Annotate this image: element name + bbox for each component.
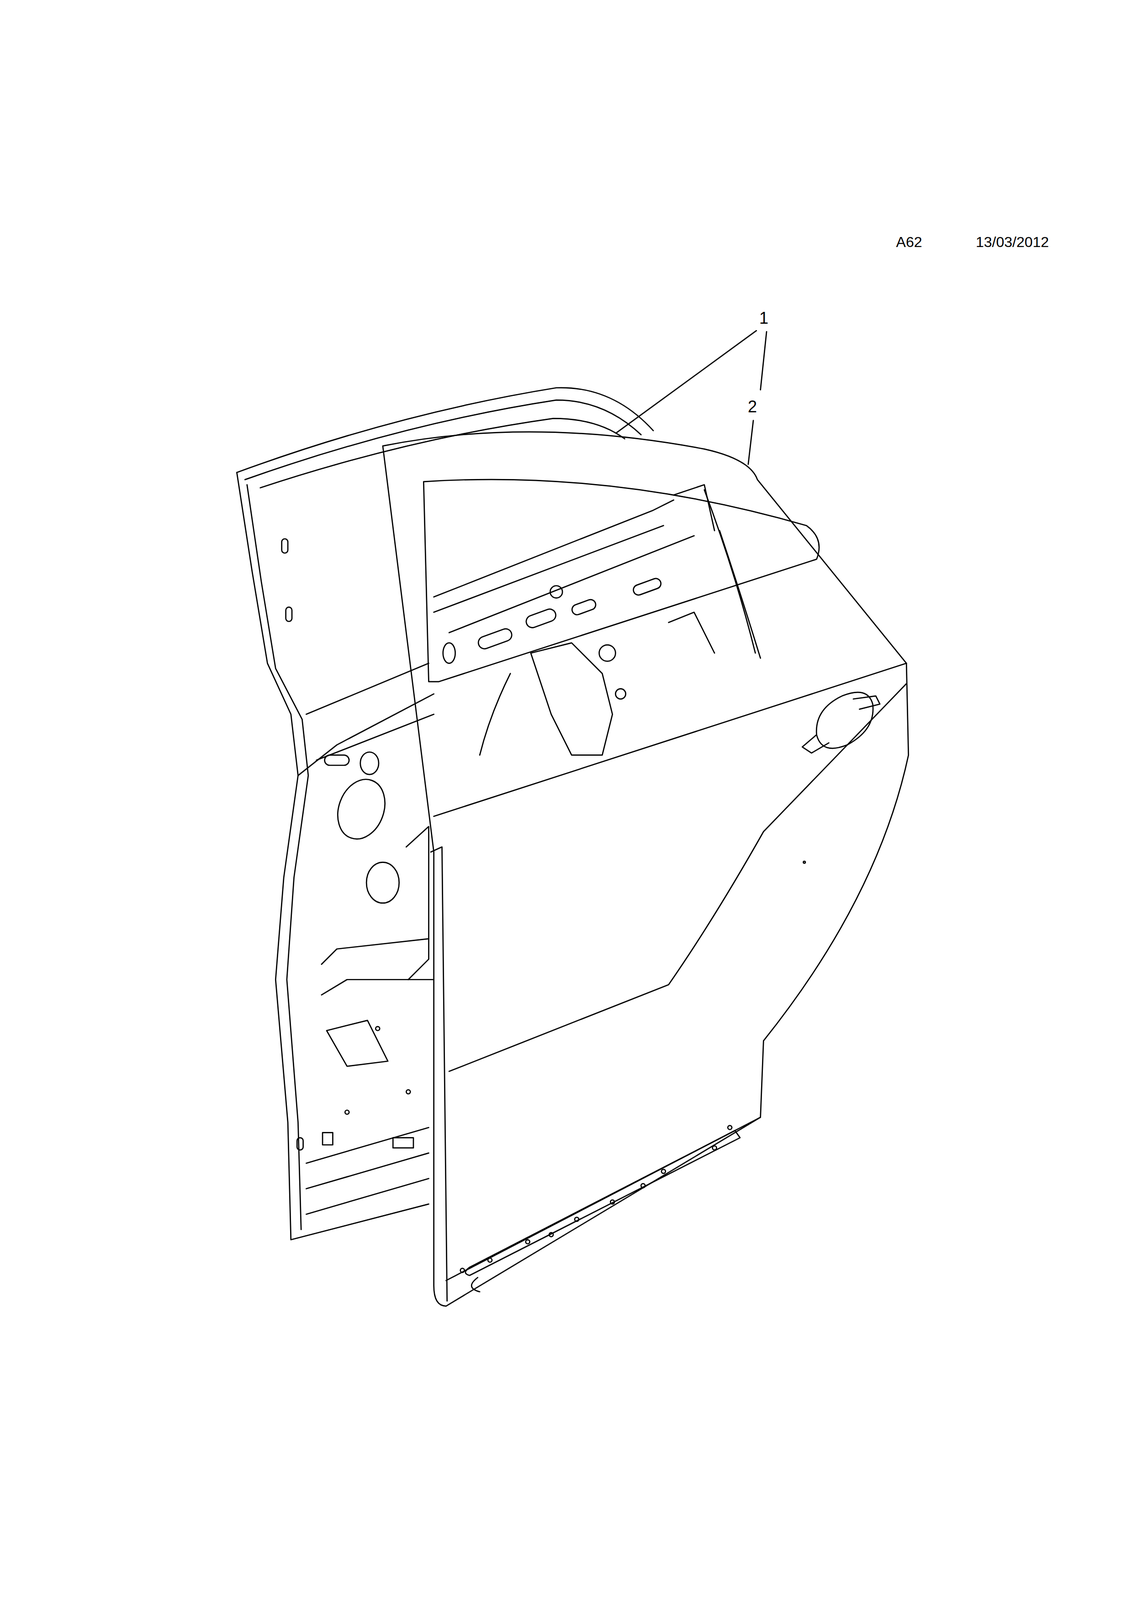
outer-door-panel <box>382 432 909 1307</box>
leader-line <box>760 331 767 390</box>
leader-line <box>616 330 757 433</box>
callout-number: 2 <box>747 398 757 416</box>
date-stamp: 13/03/2012 <box>975 234 1049 250</box>
window-mechanism <box>433 485 761 756</box>
leader-line <box>748 420 754 465</box>
callout-number: 1 <box>759 310 769 327</box>
leader-lines <box>616 330 767 465</box>
sheet-code: A62 <box>896 234 923 250</box>
